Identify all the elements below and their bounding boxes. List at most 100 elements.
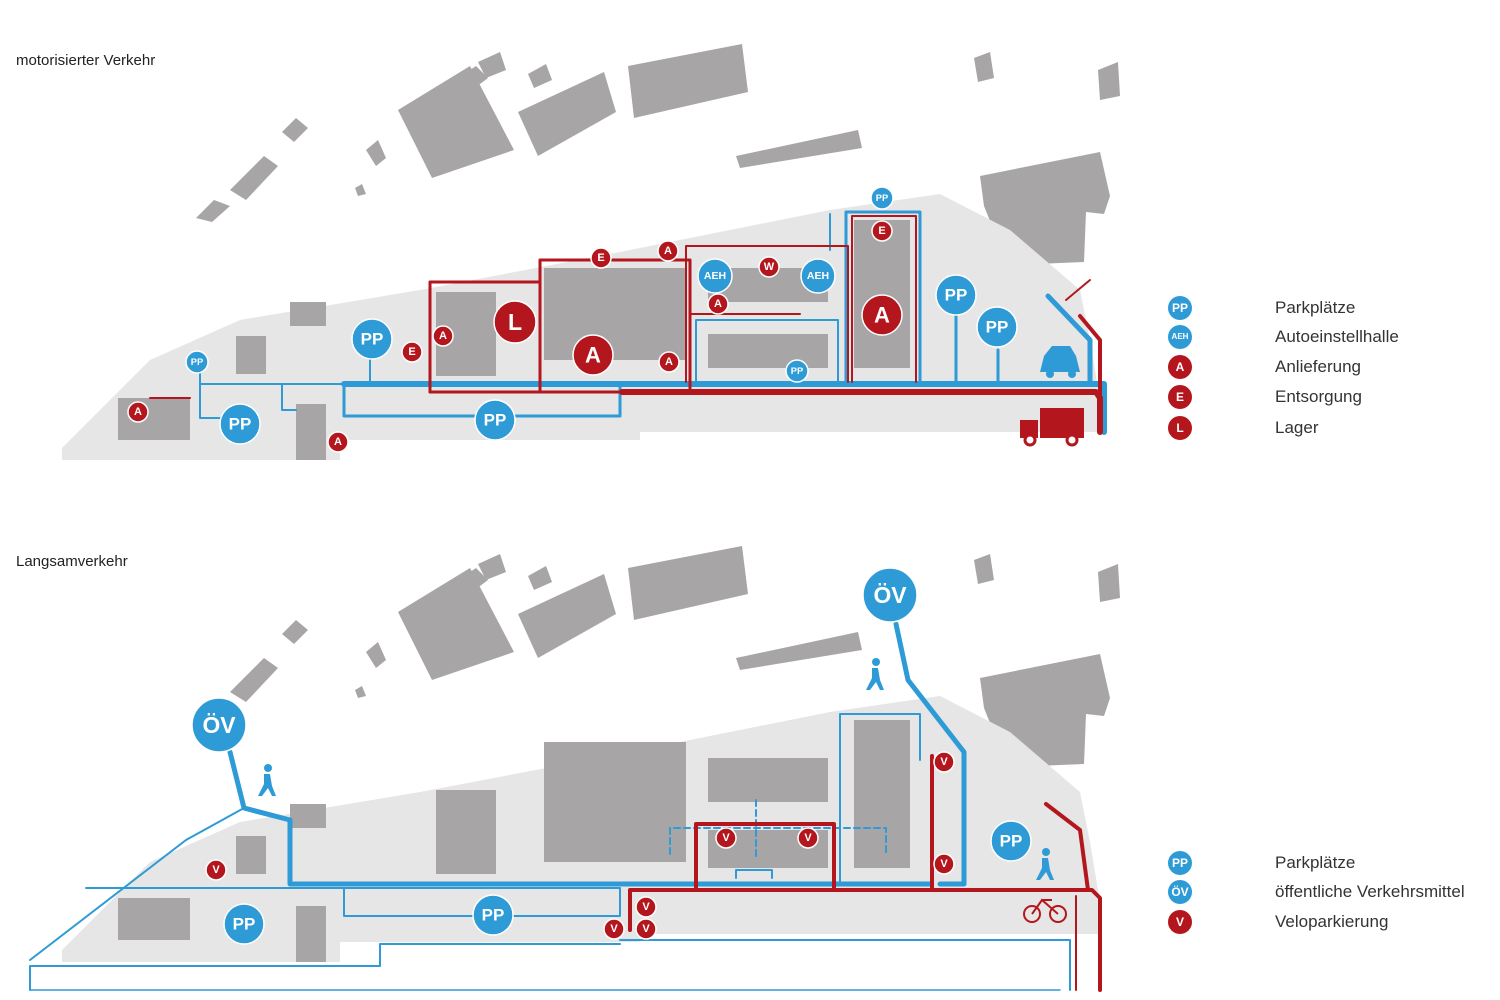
badge-label: PP [876, 193, 888, 203]
legend-badge: V [1168, 910, 1192, 934]
bottom-v-badge: V [635, 896, 657, 918]
legend-badge: A [1168, 355, 1192, 379]
pedestrian-icon [1036, 848, 1054, 880]
badge-label: V [722, 832, 730, 844]
bottom-v-badge: V [205, 859, 227, 881]
legend-item-veloparkierung: V Veloparkierung [1168, 909, 1498, 935]
legend-label: Anlieferung [1275, 357, 1362, 376]
top-aeh-badge: AEH [800, 258, 836, 294]
bottom-v-badge: V [603, 918, 625, 940]
legend-item-parkplaetze: PP Parkplätze [1168, 850, 1498, 876]
top-pp-badge: PP [976, 306, 1018, 348]
badge-label: A [439, 330, 447, 342]
bottom-v-badge: V [933, 853, 955, 875]
legend-label: Veloparkierung [1275, 912, 1389, 931]
badge-label: V [940, 756, 948, 768]
bottom-pp-badge: PP [990, 820, 1032, 862]
top-pp-badge: PP [785, 359, 809, 383]
legend-badge: AEH [1168, 325, 1192, 349]
top-e-badge: E [871, 220, 893, 242]
badge-label: A [134, 406, 142, 418]
top-pp-badge: PP [351, 318, 393, 360]
bottom-v-badge: V [635, 918, 657, 940]
car-icon [1040, 346, 1080, 378]
badge-label: A [664, 245, 672, 257]
top-a-badge: A [572, 334, 614, 376]
legend-item-entsorgung: E Entsorgung [1168, 384, 1498, 410]
top-e-badge: E [401, 341, 423, 363]
pedestrian-icon [866, 658, 884, 690]
top-a-badge: A [658, 351, 680, 373]
top-pp-badge: PP [185, 350, 209, 374]
top-a-badge: A [657, 240, 679, 262]
badge-label: ÖV [202, 712, 236, 738]
top-a-badge: A [707, 293, 729, 315]
legend-badge: ÖV [1168, 880, 1192, 904]
bottom-pp-badge: PP [472, 894, 514, 936]
badge-label: PP [945, 286, 968, 305]
bottom-pp-badge: PP [223, 903, 265, 945]
badge-label: A [714, 298, 722, 310]
badge-label: E [597, 252, 604, 264]
badge-label: W [764, 261, 775, 273]
pedestrian-icon [258, 764, 276, 796]
badge-label: A [334, 436, 342, 448]
legend-badge: E [1168, 385, 1192, 409]
legend-item-autoeinstellhalle: AEH Autoeinstellhalle [1168, 324, 1498, 350]
badge-label: AEH [704, 270, 726, 282]
top-panel-map: PP PP PP PP PP PP PP PP AEH AEH A A A A A A A A E E E L W [62, 44, 1120, 460]
bottom-v-badge: V [715, 827, 737, 849]
badge-label: PP [229, 415, 252, 434]
bottom-panel-title: Langsamverkehr [16, 553, 128, 570]
top-pp-badge: PP [219, 403, 261, 445]
badge-label: PP [482, 906, 505, 925]
top-a-badge: A [432, 325, 454, 347]
badge-label: E [408, 346, 415, 358]
badge-label: V [642, 901, 650, 913]
top-l-badge: L [493, 300, 537, 344]
legend-label: Parkplätze [1275, 853, 1356, 872]
badge-label: A [874, 303, 890, 328]
legend-item-parkplaetze: PP Parkplätze [1168, 295, 1498, 321]
top-panel-title: motorisierter Verkehr [16, 52, 156, 69]
badge-label: PP [191, 357, 203, 367]
bottom-öv-badge: ÖV [191, 697, 247, 753]
bottom-v-badge: V [933, 751, 955, 773]
legend-label: Entsorgung [1275, 387, 1362, 406]
badge-label: V [610, 923, 618, 935]
badge-label: A [585, 343, 601, 368]
badge-label: E [878, 225, 885, 237]
truck-icon [1020, 408, 1084, 447]
badge-label: A [665, 356, 673, 368]
badge-label: L [508, 309, 522, 335]
legend-item-oev: ÖV öffentliche Verkehrsmittel [1168, 879, 1498, 905]
badge-label: ÖV [873, 582, 907, 608]
badge-label: PP [361, 330, 384, 349]
top-pp-badge: PP [935, 274, 977, 316]
bottom-v-badge: V [797, 827, 819, 849]
bottom-öv-badge: ÖV [862, 567, 918, 623]
badge-label: V [940, 858, 948, 870]
legend-item-anlieferung: A Anlieferung [1168, 354, 1498, 380]
top-w-badge: W [758, 256, 780, 278]
top-a-badge: A [861, 294, 903, 336]
badge-label: V [804, 832, 812, 844]
top-e-badge: E [590, 247, 612, 269]
legend-item-lager: L Lager [1168, 415, 1498, 441]
top-a-badge: A [327, 431, 349, 453]
legend-label: öffentliche Verkehrsmittel [1275, 882, 1465, 901]
badge-label: PP [986, 318, 1009, 337]
badge-label: V [642, 923, 650, 935]
badge-label: PP [484, 411, 507, 430]
legend-label: Lager [1275, 418, 1319, 437]
legend-badge: L [1168, 416, 1192, 440]
legend-badge: PP [1168, 851, 1192, 875]
top-pp-badge: PP [870, 186, 894, 210]
badge-label: PP [233, 915, 256, 934]
top-pp-badge: PP [474, 399, 516, 441]
legend-label: Autoeinstellhalle [1275, 327, 1399, 346]
top-badges: PP PP PP PP PP PP PP PP AEH AEH A A A A A A A A E E E L W [127, 186, 1018, 453]
